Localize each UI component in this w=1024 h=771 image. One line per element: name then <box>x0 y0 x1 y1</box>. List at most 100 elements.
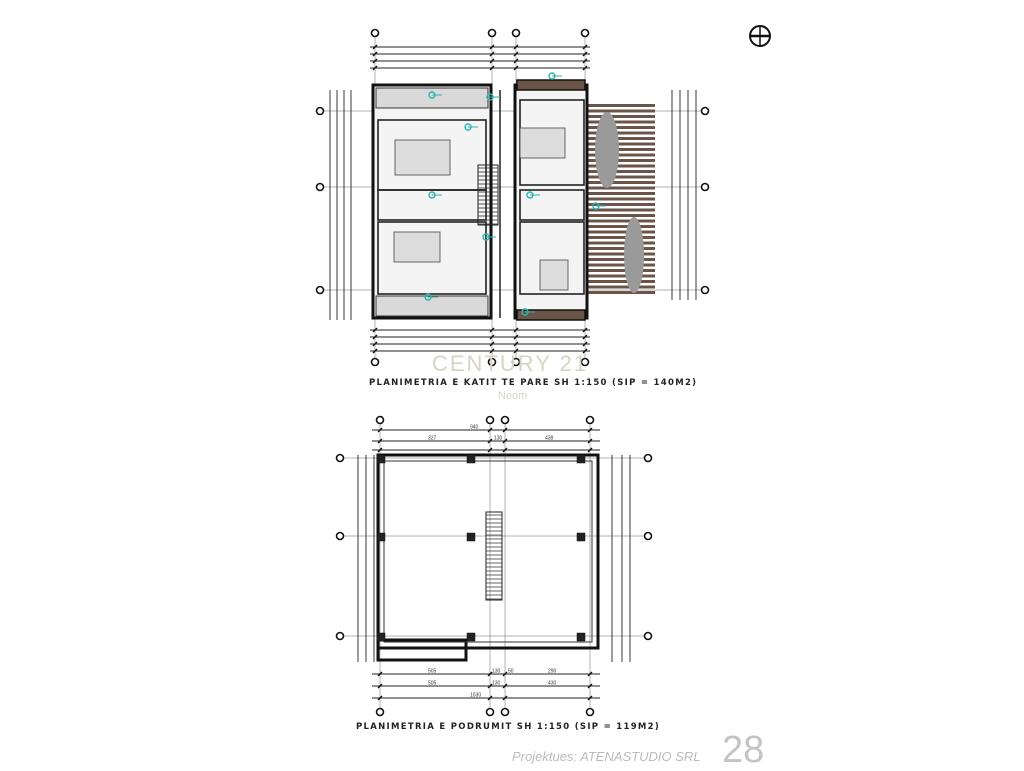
grid-bubble <box>487 357 497 367</box>
deck-board <box>585 115 655 118</box>
deck-board <box>585 214 655 217</box>
deck-board <box>585 247 655 250</box>
grid-bubble <box>335 453 345 463</box>
dimension-tick <box>513 327 519 333</box>
grid-bubble <box>643 453 653 463</box>
dimension-tick <box>502 683 508 689</box>
column <box>576 532 586 542</box>
dimension-label: 505 <box>428 681 437 687</box>
deck-board <box>585 153 655 157</box>
grid-bubble <box>500 415 510 425</box>
dimension-tick <box>489 327 495 333</box>
deck-board <box>585 104 655 107</box>
north-arrow-icon <box>749 25 771 47</box>
dimension-tick <box>587 447 593 453</box>
dimension-label: 505 <box>428 669 437 675</box>
stair <box>477 164 499 226</box>
grid-bubble <box>700 106 710 116</box>
dimension-label: 1030 <box>470 693 481 699</box>
grid-bubble <box>500 707 510 717</box>
dimension-label: 130 <box>492 681 501 687</box>
dimension-tick <box>372 327 378 333</box>
grid-bubble <box>580 28 590 38</box>
dimension-tick <box>377 427 383 433</box>
deck-board <box>585 109 655 113</box>
stair <box>485 511 503 601</box>
deck-board <box>585 208 655 212</box>
dimension-tick <box>372 65 378 71</box>
dimension-label: 290 <box>548 669 557 675</box>
dimension-tick <box>582 65 588 71</box>
dimension-tick <box>372 348 378 354</box>
dimension-tick <box>489 51 495 57</box>
deck-board <box>585 186 655 190</box>
bed <box>519 127 566 159</box>
grid-bubble <box>585 707 595 717</box>
deck-board <box>585 225 655 228</box>
deck-board <box>585 148 655 151</box>
grid-bubble <box>485 415 495 425</box>
grid-bubble <box>370 28 380 38</box>
dimension-tick <box>502 427 508 433</box>
grid-bubble <box>370 357 380 367</box>
dimension-tick <box>377 438 383 444</box>
dimension-tick <box>582 51 588 57</box>
dimension-label: 130 <box>494 436 503 442</box>
bed <box>539 259 569 291</box>
deck-board <box>585 181 655 184</box>
column <box>466 632 476 642</box>
room <box>519 221 585 295</box>
deck-board <box>585 280 655 283</box>
deck-board <box>585 120 655 124</box>
dimension-tick <box>372 334 378 340</box>
dimension-tick <box>582 44 588 50</box>
dimension-tick <box>513 44 519 50</box>
grid-bubble <box>700 182 710 192</box>
dimension-tick <box>502 671 508 677</box>
dimension-tick <box>502 447 508 453</box>
column <box>466 454 476 464</box>
roof-edge <box>516 309 586 321</box>
exterior-wall <box>371 83 493 320</box>
exterior-wall <box>376 638 468 662</box>
designer-credit: Projektues: ATENASTUDIO SRL <box>512 749 701 764</box>
watermark-brand: CENTURY 21 <box>432 351 589 376</box>
dimension-tick <box>372 58 378 64</box>
deck-board <box>585 252 655 256</box>
grid-bubble <box>315 285 325 295</box>
grid-bubble <box>485 707 495 717</box>
dimension-tick <box>587 683 593 689</box>
deck-board <box>585 274 655 278</box>
column <box>376 454 386 464</box>
deck-board <box>585 219 655 223</box>
deck-board <box>585 203 655 206</box>
balcony <box>375 295 489 317</box>
dimension-tick <box>489 58 495 64</box>
dimension-tick <box>513 51 519 57</box>
tree-icon <box>624 217 644 293</box>
dimension-tick <box>582 327 588 333</box>
dimension-tick <box>587 427 593 433</box>
dimension-tick <box>582 341 588 347</box>
dimension-tick <box>377 683 383 689</box>
deck-board <box>585 175 655 179</box>
dimension-tick <box>582 348 588 354</box>
grid-bubble <box>315 106 325 116</box>
deck-board <box>585 164 655 168</box>
watermark-office: Neom <box>498 390 528 402</box>
deck-board <box>585 170 655 173</box>
dimension-tick <box>587 695 593 701</box>
dimension-tick <box>377 695 383 701</box>
dimension-tick <box>489 65 495 71</box>
grid-bubble <box>335 531 345 541</box>
roof-edge <box>516 79 586 91</box>
deck-board <box>585 137 655 140</box>
room <box>377 189 487 221</box>
grid-bubble <box>375 415 385 425</box>
grid-bubble <box>375 707 385 717</box>
upper-plan-caption: PLANIMETRIA E KATIT TE PARE SH 1:150 (SI… <box>369 378 698 388</box>
dimension-tick <box>513 348 519 354</box>
dimension-tick <box>487 683 493 689</box>
dimension-tick <box>513 58 519 64</box>
